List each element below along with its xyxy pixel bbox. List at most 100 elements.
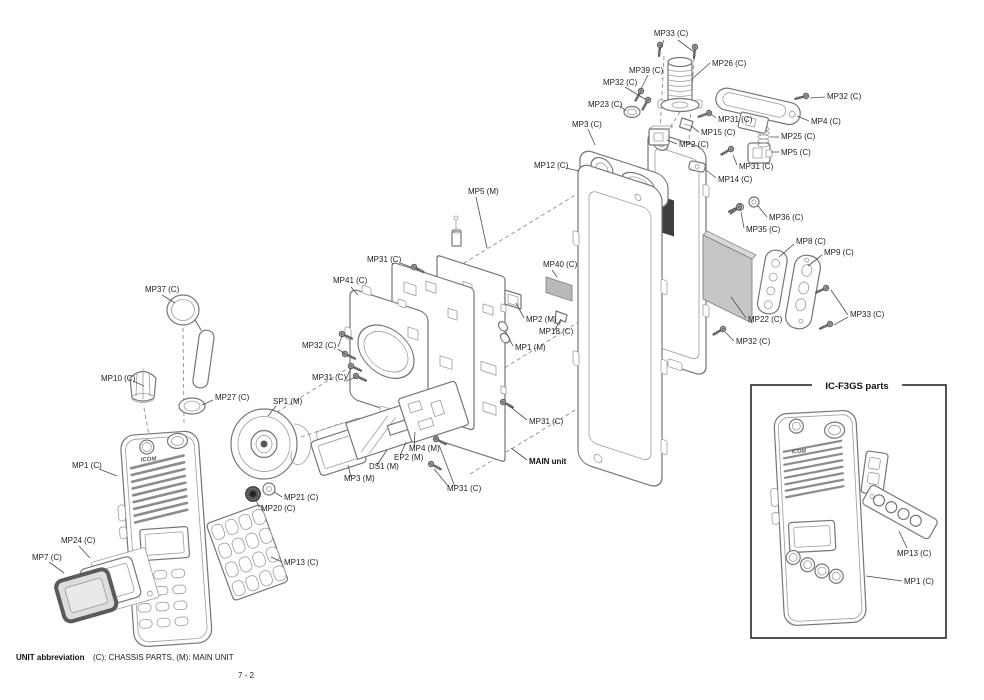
part-label: MP22 (C): [748, 315, 783, 324]
mp2m-frame-drawing: [504, 289, 522, 310]
screw-drawing: [691, 43, 699, 60]
screw-drawing: [794, 92, 810, 101]
leader-line: [98, 468, 118, 477]
leader-line: [898, 530, 908, 549]
part-label: MP13 (C): [284, 558, 319, 567]
mp23-washer-drawing: [623, 105, 641, 119]
lcd-panel-ds1-drawing: [345, 404, 414, 460]
leader-line: [830, 289, 849, 316]
leader-line: [347, 464, 352, 478]
part-label: MP10 (C): [101, 374, 136, 383]
part-label: MP18 (C): [539, 327, 574, 336]
leader-line: [201, 399, 214, 406]
part-label: MP32 (C): [302, 341, 337, 350]
mp14-part-drawing: [688, 160, 706, 173]
inset-front-case-drawing: ICOM: [770, 410, 867, 626]
leader-line: [640, 74, 649, 90]
part-label: MP5 (M): [468, 187, 499, 196]
part-label: MAIN unit: [529, 457, 567, 466]
leader-line: [624, 86, 646, 100]
part-label: MP41 (C): [333, 276, 368, 285]
mp15-clamp-drawing: [678, 117, 694, 132]
leader-line: [551, 269, 558, 278]
part-label: MP31 (C): [447, 484, 482, 493]
footer-unit-abbreviation: UNIT abbreviation: [16, 653, 85, 662]
leader-line: [659, 39, 665, 51]
leader-line: [690, 125, 700, 133]
icom-logo: ICOM: [141, 456, 158, 463]
leader-line: [132, 380, 145, 387]
speaker-wire: [290, 423, 312, 466]
leader-line: [376, 449, 388, 466]
leader-line: [475, 196, 488, 249]
part-label: MP40 (C): [543, 260, 578, 269]
leader-line: [809, 96, 826, 99]
page-number: 7 - 2: [238, 671, 255, 680]
trimmer-drawing: [451, 215, 462, 247]
screw-drawing: [410, 263, 425, 274]
part-label: MP35 (C): [746, 225, 781, 234]
part-label: MP1 (C): [72, 461, 102, 470]
part-label: MP31 (C): [367, 255, 402, 264]
mp2c-box-drawing: [648, 125, 674, 146]
window-lens-mp7-drawing: [54, 567, 119, 624]
mp21-washer-drawing: [262, 482, 276, 496]
leader-line: [666, 139, 678, 145]
mp22-plate-drawing: [702, 230, 757, 324]
leader-line: [337, 335, 343, 348]
mp41-frame-drawing: [344, 285, 429, 422]
inset-box-title: IC-F3GS parts: [825, 381, 888, 392]
mp40-pad-drawing: [545, 276, 573, 302]
part-label: MP37 (C): [145, 285, 180, 294]
leader-line: [778, 243, 795, 258]
top-cover-mp4c-drawing: [715, 87, 801, 134]
mp9-plate-drawing: [785, 254, 821, 330]
part-label: MP2 (C): [679, 140, 709, 149]
part-label: MP36 (C): [769, 213, 804, 222]
antenna-cap-mp37-drawing: [166, 294, 215, 389]
leader-line: [413, 431, 416, 448]
screw-drawing: [427, 460, 442, 471]
part-label: EP2 (M): [394, 453, 424, 462]
part-label: MP9 (C): [824, 248, 854, 257]
front-case-drawing: ICOM: [117, 430, 213, 648]
screw-drawing: [818, 320, 834, 330]
mp5c-bracket-drawing: [747, 142, 773, 164]
leader-line: [553, 318, 562, 332]
leader-line: [48, 561, 65, 574]
screw-drawing: [499, 398, 514, 409]
leader-line: [267, 405, 277, 417]
leader-line: [78, 545, 91, 559]
leader-line: [255, 499, 260, 508]
part-label: MP32 (C): [603, 78, 638, 87]
icom-logo-inset: ICOM: [792, 449, 807, 456]
leader-line: [399, 441, 407, 457]
leader-line: [510, 447, 528, 461]
part-label: MP24 (C): [61, 536, 96, 545]
leader-line: [505, 331, 514, 347]
part-label: MP31 (C): [529, 417, 564, 426]
screw-drawing: [641, 96, 652, 111]
leader-line: [730, 296, 747, 319]
part-label: MP20 (C): [261, 504, 296, 513]
washer-mp27-drawing: [178, 397, 206, 415]
leader-line: [724, 331, 735, 342]
part-label: MP32 (C): [827, 92, 862, 101]
part-label: MP31 (C): [312, 373, 347, 382]
leader-line: [273, 491, 283, 498]
leader-line: [399, 262, 412, 268]
part-label: MP12 (C): [534, 161, 569, 170]
leader-line: [587, 128, 596, 146]
part-label: MP14 (C): [718, 175, 753, 184]
leader-line: [270, 556, 283, 563]
screw-drawing: [814, 284, 830, 294]
part-label: MP13 (C): [897, 549, 932, 558]
mp36-washer-drawing: [748, 196, 760, 208]
leader-line: [732, 154, 738, 166]
antenna-bushing-drawing: [657, 56, 703, 113]
leader-line: [337, 348, 346, 355]
part-label: MP31 (C): [718, 115, 753, 124]
mp8-gasket-drawing: [756, 249, 788, 315]
